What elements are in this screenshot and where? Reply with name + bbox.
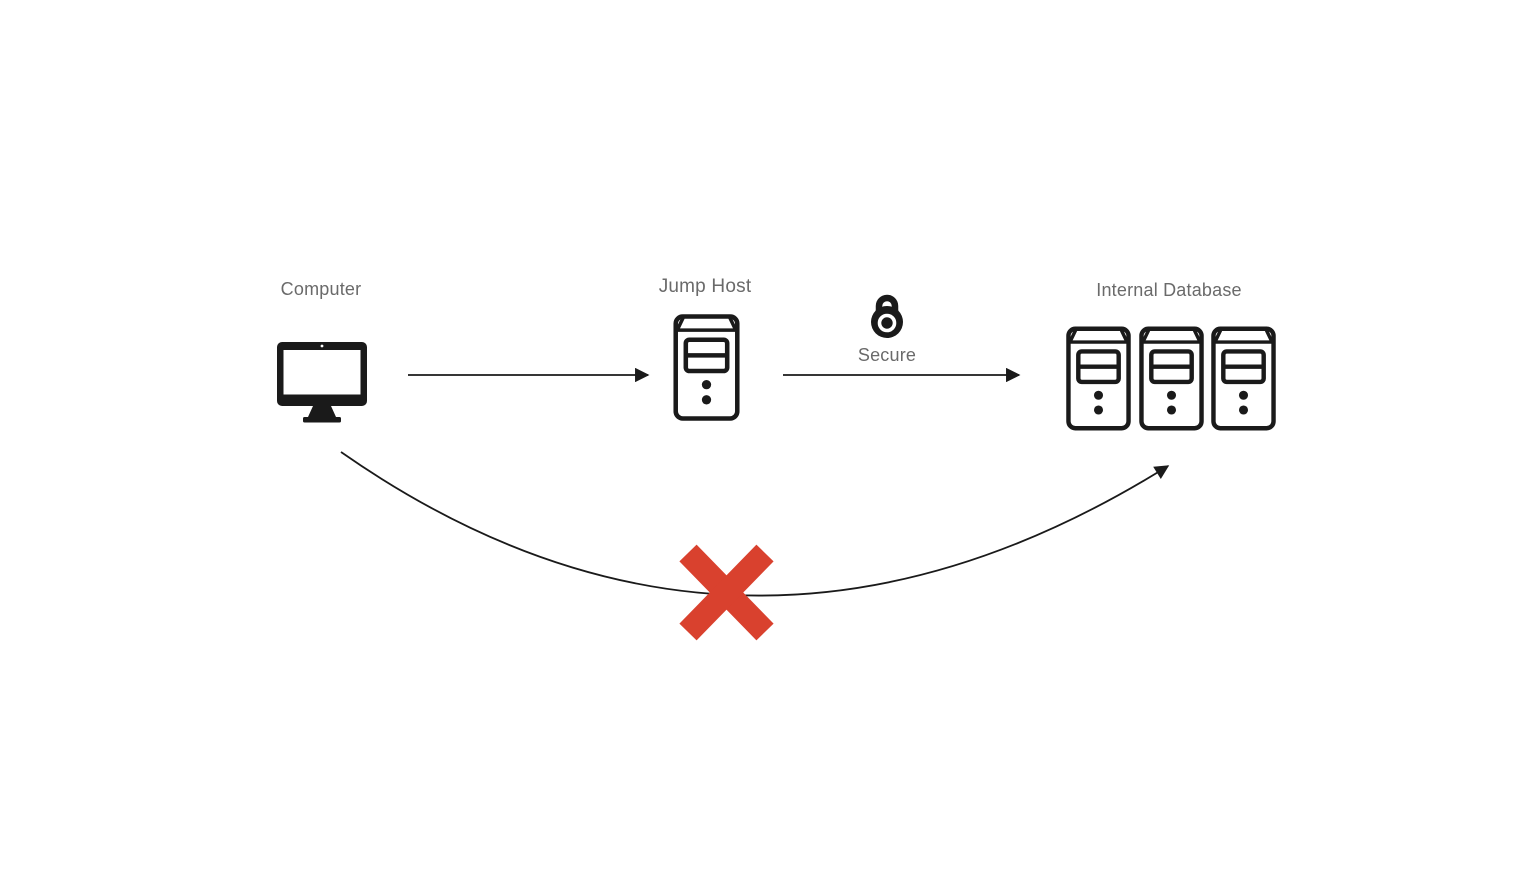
secure-label: Secure (857, 345, 917, 365)
server-tower-icon (1139, 326, 1204, 431)
internal-database-label: Internal Database (1096, 280, 1242, 300)
server-tower-icon (1211, 326, 1276, 431)
monitor-icon (277, 342, 367, 423)
server-tower-icon (1066, 326, 1131, 431)
curved-arrow-computer-to-database-blocked (340, 451, 1170, 597)
padlock-icon (871, 294, 903, 338)
blocked-x-icon (679, 544, 774, 641)
computer-label: Computer (280, 279, 362, 299)
jump-host-label: Jump Host (658, 276, 752, 297)
server-tower-icon (673, 314, 740, 421)
